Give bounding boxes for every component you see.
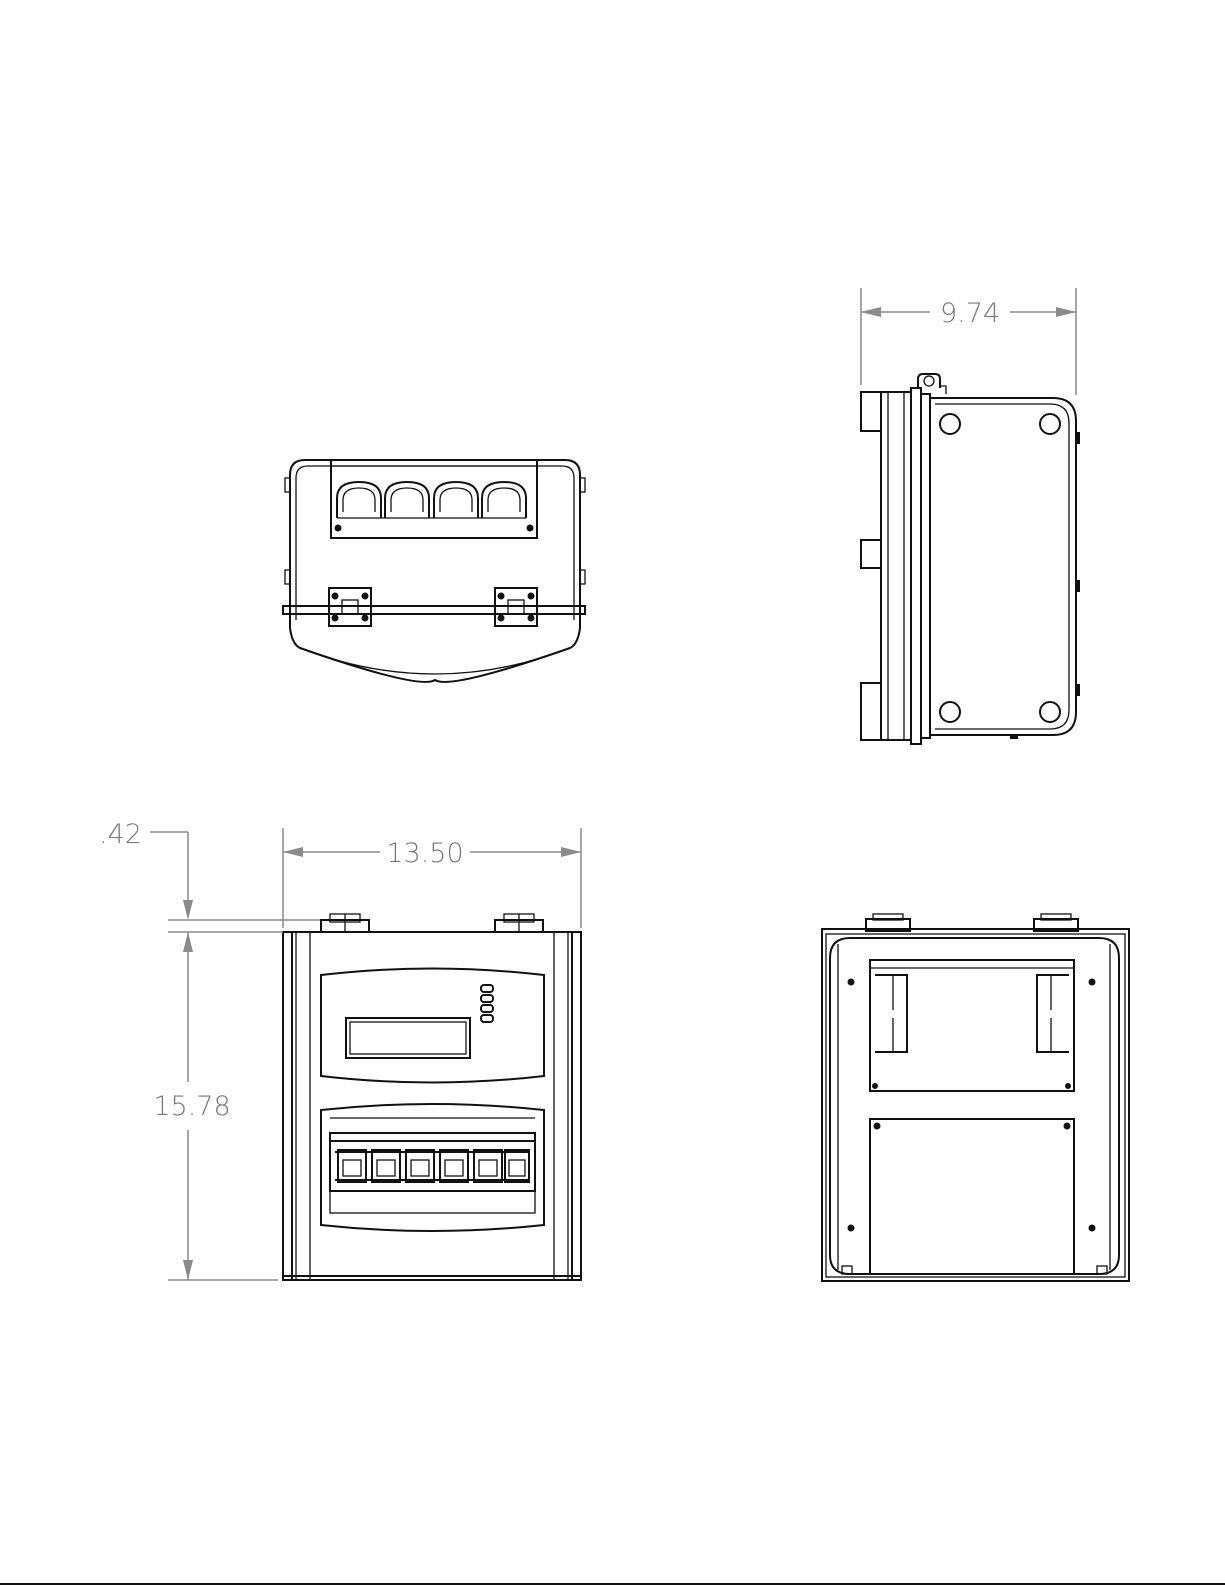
- breaker-switches: [338, 1150, 529, 1182]
- dimension-front-width: 13.50: [283, 828, 581, 928]
- dimension-label: 9.74: [940, 298, 1000, 329]
- dimension-label: 13.50: [386, 838, 463, 869]
- dimension-lid-offset: .42: [99, 819, 320, 932]
- rear-view: [822, 914, 1129, 1281]
- dimension-label: .42: [99, 819, 142, 850]
- dimension-side-depth: 9.74: [861, 288, 1076, 395]
- mounting-slots: [875, 975, 1069, 1052]
- side-view: [861, 374, 1080, 744]
- connector-ports: [337, 482, 526, 518]
- dimension-front-height: 15.78: [153, 932, 278, 1280]
- dimension-label: 15.78: [153, 1091, 230, 1122]
- front-hinges: [321, 914, 543, 932]
- top-view: [283, 460, 585, 682]
- breaker-panel: [321, 1104, 544, 1231]
- display-panel: [321, 969, 544, 1083]
- front-view: [283, 914, 581, 1280]
